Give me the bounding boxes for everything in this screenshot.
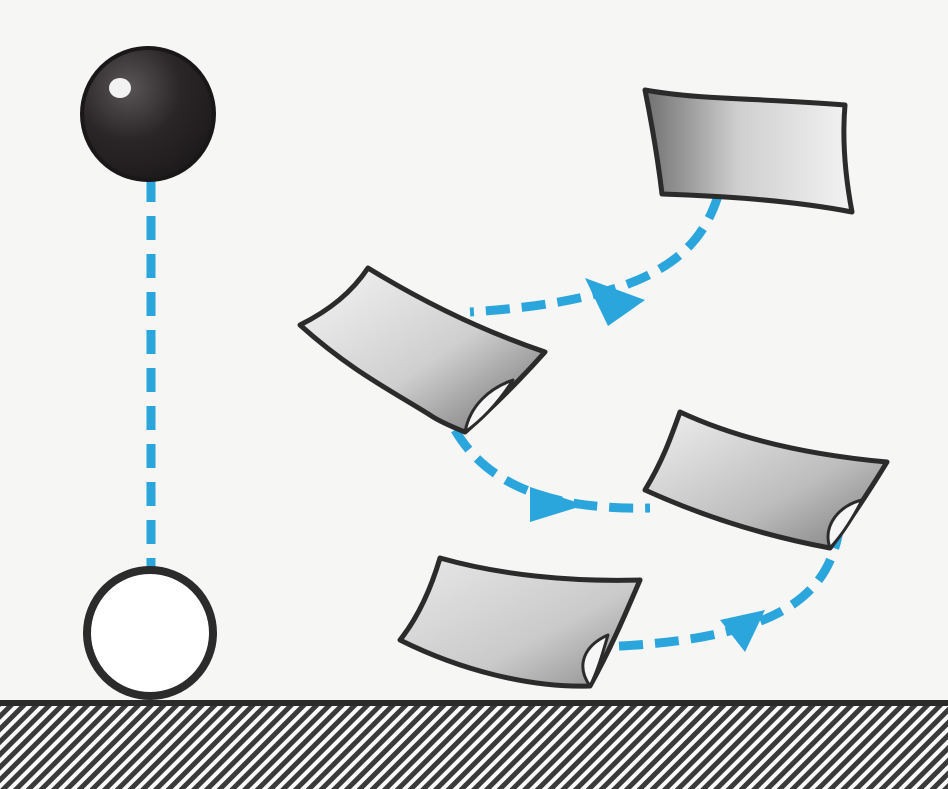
paper-sheet-4 <box>397 555 643 689</box>
arrow-head-2 <box>530 487 585 522</box>
paper-path-segment-3 <box>599 524 845 652</box>
paper-sheet-2 <box>297 265 548 435</box>
arrow-head-1 <box>585 278 645 326</box>
ground <box>0 700 948 789</box>
paper-sheet-4-curl <box>581 633 610 688</box>
paper-path-segment-1 <box>469 194 723 317</box>
arrow-head-3 <box>720 610 765 652</box>
paper-sheet-2-curl <box>463 378 515 434</box>
ball-fall-group <box>80 46 217 700</box>
ground-hatch <box>0 703 948 789</box>
ball-start <box>80 46 216 182</box>
ball-highlight <box>109 78 131 98</box>
paper-sheet-3 <box>642 409 890 551</box>
paper-sheet-3-curl <box>826 498 864 550</box>
ball-landed <box>83 566 217 700</box>
paper-sheet-1 <box>642 87 855 215</box>
paper-sheets <box>297 87 890 689</box>
paper-path-segment-2 <box>451 427 651 513</box>
paper-path-arrows <box>530 278 765 652</box>
paper-fall-path <box>451 194 845 652</box>
